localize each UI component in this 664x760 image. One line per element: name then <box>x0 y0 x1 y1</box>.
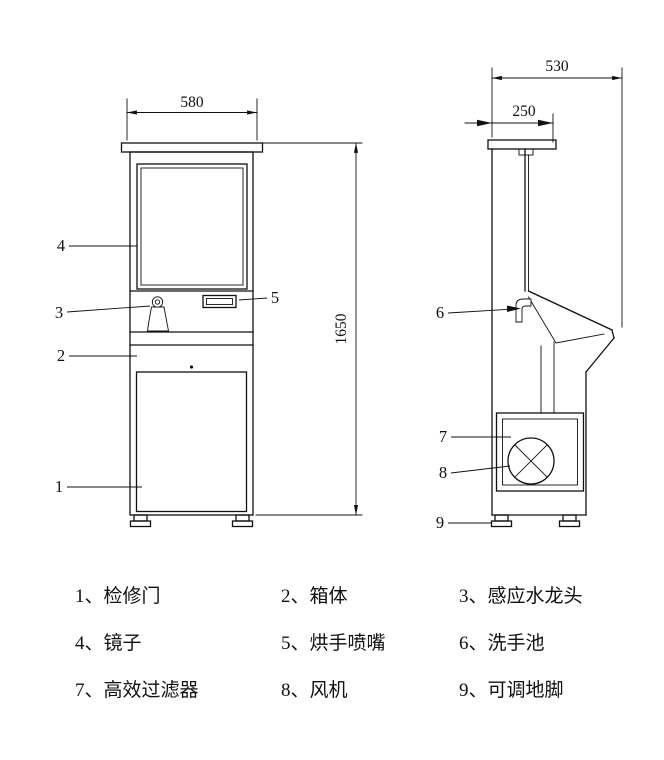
callout-number-mirror: 4 <box>57 236 65 255</box>
top-cap-front <box>120 142 264 153</box>
callout-number-sink: 6 <box>436 303 444 322</box>
door-screw <box>189 365 194 369</box>
front-width-value: 580 <box>180 94 204 111</box>
callout-faucet: 3 <box>55 303 151 322</box>
feet-front <box>129 514 254 528</box>
callout-number-fan: 8 <box>439 463 447 482</box>
legend-item: 8、风机 <box>281 679 348 701</box>
mirror-mount <box>518 148 534 156</box>
legend-item: 1、检修门 <box>75 585 161 607</box>
callout-filter: 7 <box>439 427 511 446</box>
side-depth-dimension: 530 <box>491 58 623 328</box>
callout-number-feet: 9 <box>436 513 444 532</box>
legend-item: 4、镜子 <box>75 632 142 654</box>
dryer-nozzle <box>202 294 237 309</box>
front-width-dimension: 580 <box>126 94 258 141</box>
legend-item: 2、箱体 <box>281 585 348 607</box>
side-depth-value: 530 <box>545 58 569 75</box>
callout-sink: 6 <box>436 303 521 322</box>
front-height-dimension: 1650 <box>255 142 363 516</box>
legend-item: 3、感应水龙头 <box>459 585 583 607</box>
side-top-depth-dimension: 250 <box>464 103 554 143</box>
front-view: 580 1650 <box>55 94 363 528</box>
callout-number-door: 1 <box>55 477 63 496</box>
callout-number-filter: 7 <box>439 427 447 446</box>
sink-top-edge <box>527 290 613 331</box>
access-door <box>135 365 248 513</box>
callout-number-cabinet: 2 <box>57 346 65 365</box>
top-cap-side <box>487 139 557 150</box>
cabinet-body-front <box>129 151 254 516</box>
callout-cabinet: 2 <box>57 346 137 365</box>
legend: 1、检修门 2、箱体 3、感应水龙头 4、镜子 5、烘手喷嘴 6、洗手池 7、高… <box>75 585 583 701</box>
mirror <box>136 163 248 290</box>
callout-sink-arrow <box>507 305 521 312</box>
feet-side <box>490 514 581 528</box>
callout-mirror: 4 <box>57 236 137 255</box>
front-height-value: 1650 <box>333 313 350 344</box>
callout-nozzle: 5 <box>238 288 279 307</box>
legend-item: 9、可调地脚 <box>459 679 564 701</box>
callout-fan: 8 <box>439 463 511 482</box>
fan <box>507 437 555 485</box>
faucet-side <box>515 298 532 323</box>
front-cabinet-outline <box>120 142 264 516</box>
faucet-sensor-head <box>151 296 164 308</box>
side-view: 530 250 <box>436 58 623 532</box>
legend-item: 7、高效过滤器 <box>75 679 199 701</box>
callout-number-faucet: 3 <box>55 303 63 322</box>
side-top-depth-value: 250 <box>512 103 536 120</box>
hepa-filter <box>495 412 585 492</box>
faucet-front <box>146 296 170 332</box>
callout-door: 1 <box>55 477 142 496</box>
sink-basin <box>527 296 605 344</box>
callout-number-nozzle: 5 <box>271 288 279 307</box>
legend-item: 5、烘手喷嘴 <box>281 632 386 654</box>
legend-item: 6、洗手池 <box>459 632 545 654</box>
callout-feet: 9 <box>436 513 492 532</box>
